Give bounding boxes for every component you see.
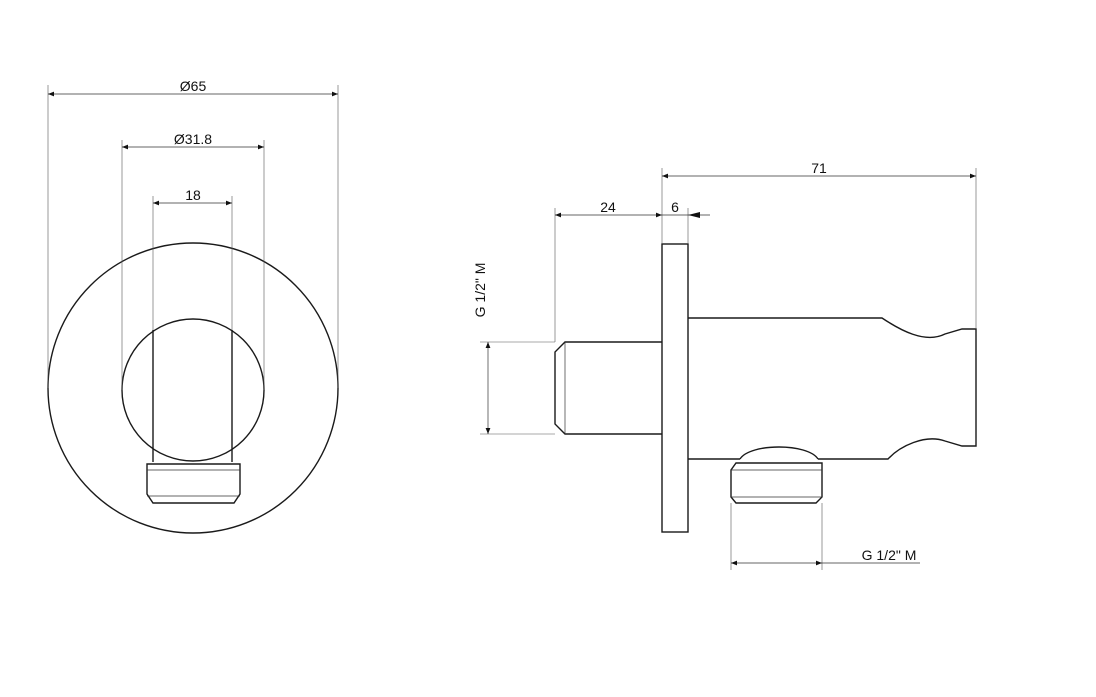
dim-inlet-thread-label: G 1/2" M	[472, 263, 488, 318]
dim-flange-thickness-label: 6	[671, 199, 679, 215]
dim-flange-thickness: 6	[662, 199, 710, 244]
dim-thread-length-label: 24	[600, 199, 616, 215]
side-outlet-nut	[730, 446, 823, 504]
dim-hex-width: 18	[152, 187, 233, 330]
wall-flange-plate	[661, 243, 689, 533]
holder-body	[688, 317, 977, 460]
outer-flange-circle	[47, 242, 339, 534]
side-view: 71 24 6 G 1/2" M G 1/2" M	[472, 160, 977, 570]
dim-inner-diameter: Ø31.8	[121, 131, 265, 390]
dim-outlet-thread-label: G 1/2" M	[862, 547, 917, 563]
dim-outer-diameter: Ø65	[47, 78, 339, 388]
front-outlet-nut	[146, 463, 241, 504]
front-view: Ø65 Ø31.8 18	[47, 78, 339, 534]
dim-total-length-label: 71	[811, 160, 827, 176]
dim-hex-width-label: 18	[185, 187, 201, 203]
inlet-thread	[554, 341, 662, 435]
dim-thread-length: 24	[554, 199, 662, 342]
dim-outlet-thread: G 1/2" M	[730, 503, 920, 570]
dim-inlet-thread: G 1/2" M	[472, 263, 555, 435]
dim-outer-diameter-label: Ø65	[180, 78, 207, 94]
inner-body-circle	[121, 318, 265, 462]
dim-inner-diameter-label: Ø31.8	[174, 131, 212, 147]
dim-total-length: 71	[661, 160, 977, 329]
